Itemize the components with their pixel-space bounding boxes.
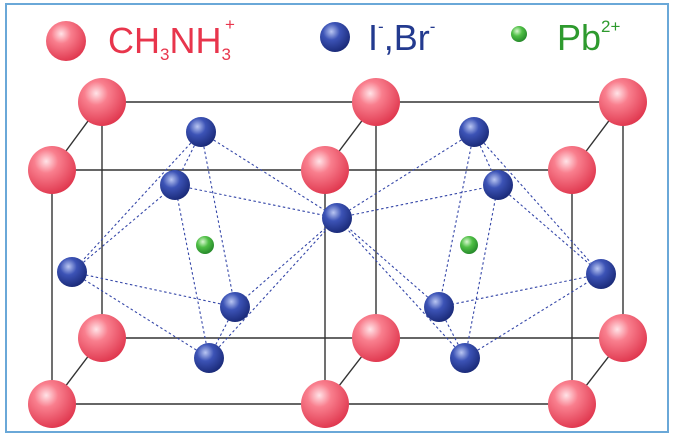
halide-legend-label: I-,Br- — [368, 17, 435, 58]
cation-legend-icon — [46, 21, 86, 61]
cation-legend-label: CH3NH3+ — [108, 15, 235, 64]
cation-atom — [301, 380, 349, 428]
cation-atoms — [28, 78, 647, 428]
octahedra-bonds — [71, 131, 602, 359]
halide-atoms — [57, 117, 616, 373]
halide-atom — [483, 170, 513, 200]
halide-atom — [450, 343, 480, 373]
lead-legend-icon — [511, 26, 527, 42]
cation-atom — [352, 314, 400, 362]
halide-atom — [186, 117, 216, 147]
unit-cell-edges — [51, 101, 624, 405]
cation-atom — [78, 78, 126, 126]
lead-atom — [460, 236, 478, 254]
halide-atom — [586, 259, 616, 289]
cation-atom — [352, 78, 400, 126]
cation-atom — [548, 380, 596, 428]
lead-atoms — [196, 236, 478, 254]
halide-legend-icon — [320, 22, 350, 52]
halide-atom — [194, 343, 224, 373]
lead-atom — [196, 236, 214, 254]
cation-atom — [599, 314, 647, 362]
cation-atom — [548, 146, 596, 194]
cation-atom — [78, 314, 126, 362]
halide-atom — [220, 292, 250, 322]
cation-atom — [599, 78, 647, 126]
halide-atom — [160, 170, 190, 200]
outer-frame — [5, 3, 669, 433]
cation-atom — [301, 146, 349, 194]
lead-legend-label: Pb2+ — [557, 17, 621, 58]
halide-atom — [57, 257, 87, 287]
cation-atom — [28, 146, 76, 194]
halide-atom — [424, 292, 454, 322]
halide-atom — [322, 203, 352, 233]
cation-atom — [28, 380, 76, 428]
halide-atom — [459, 117, 489, 147]
legend: CH3NH3+ I-,Br- Pb2+ — [46, 15, 621, 64]
